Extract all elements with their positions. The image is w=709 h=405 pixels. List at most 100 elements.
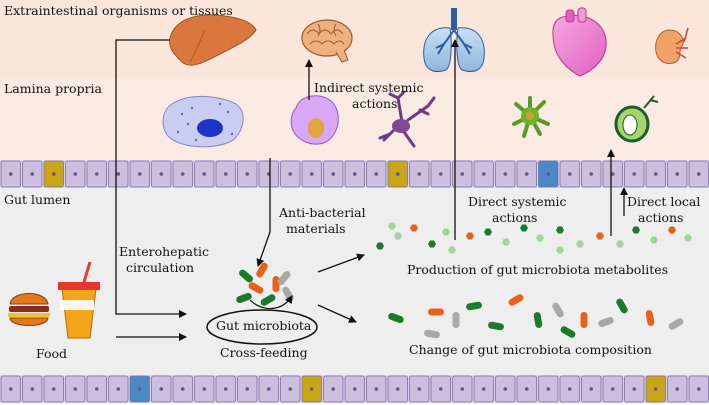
cell-nucleus (116, 387, 121, 391)
cell-nucleus (245, 387, 250, 391)
gut-lumen-region (0, 188, 709, 375)
bacterium (248, 282, 264, 294)
metabolite (556, 226, 564, 234)
goblet-cell-icon (614, 95, 659, 143)
cell-nucleus (460, 387, 465, 391)
cross-feeding-arc (249, 295, 293, 310)
cell-nucleus (352, 172, 357, 176)
lamina-propria-region (0, 78, 709, 160)
metabolite (632, 226, 640, 234)
cell-nucleus (567, 172, 572, 176)
direct-systemic-label-line2: actions (492, 210, 538, 225)
gut-microbiota-label: Gut microbiota (216, 318, 312, 333)
metabolite (442, 228, 450, 236)
cell-nucleus (546, 387, 551, 391)
metabolite (668, 226, 676, 234)
metabolite (684, 234, 692, 242)
cell-nucleus (51, 172, 56, 176)
cell-nucleus (374, 172, 379, 176)
food-label: Food (36, 346, 68, 361)
metabolite-production-arrow (317, 253, 365, 273)
metabolite (394, 232, 402, 240)
kidney-icon (655, 27, 689, 65)
indirect-systemic-label-line1: Indirect systemic (314, 80, 424, 95)
neuron-cell-icon (378, 90, 436, 148)
cell-nucleus (610, 387, 615, 391)
tissues-label: Extraintestinal organisms or tissues (4, 3, 233, 18)
bacterium (645, 310, 655, 326)
composition-change-label: Change of gut microbiota composition (409, 342, 652, 357)
enterohepatic-label-line1: Enterohepatic (119, 244, 210, 259)
cell-nucleus (503, 387, 508, 391)
cell-nucleus (524, 172, 529, 176)
indirect-systemic-label-line2: actions (352, 96, 398, 111)
direct-local-label-line2: actions (638, 210, 684, 225)
bacterium (533, 312, 543, 328)
epithelium-bottom (0, 375, 709, 403)
liver-icon (169, 14, 257, 66)
macrophage-icon (162, 95, 244, 148)
dendritic-cell-icon (512, 96, 550, 138)
metabolite (448, 246, 456, 254)
cell-nucleus (309, 172, 314, 176)
bacterium (424, 329, 440, 339)
cell-nucleus (481, 172, 486, 176)
cell-nucleus (73, 387, 78, 391)
bacterium (239, 269, 253, 283)
bacterium (260, 294, 276, 306)
bacterium (560, 326, 576, 338)
metabolite (650, 236, 658, 244)
cell-nucleus (696, 387, 701, 391)
metabolite (556, 246, 564, 254)
cell-nucleus (696, 172, 701, 176)
cell-nucleus (137, 387, 142, 391)
bacterium (488, 321, 504, 331)
cell-nucleus (395, 172, 400, 176)
gut-microbiota-oval (206, 309, 318, 345)
cell-nucleus (632, 387, 637, 391)
cell-nucleus (546, 172, 551, 176)
cell-nucleus (438, 172, 443, 176)
lamina-propria-label: Lamina propria (4, 81, 103, 96)
cell-nucleus (417, 387, 422, 391)
bacterium (428, 308, 444, 316)
bacterium (616, 298, 628, 314)
cell-nucleus (653, 172, 658, 176)
bacterium (598, 316, 614, 328)
metabolite (520, 224, 528, 232)
metabolite (576, 240, 584, 248)
cell-nucleus (460, 172, 465, 176)
bacterium (452, 312, 460, 328)
lymphocyte-icon (290, 95, 339, 145)
metabolite (466, 232, 474, 240)
cell-nucleus (374, 387, 379, 391)
enterohepatic-arrow (115, 39, 187, 318)
metabolite (484, 228, 492, 236)
cell-nucleus (632, 172, 637, 176)
bacterium (256, 262, 268, 278)
heart-icon (552, 7, 607, 77)
cell-nucleus (202, 387, 207, 391)
cell-nucleus (288, 172, 293, 176)
cross-feeding-label: Cross-feeding (220, 345, 308, 360)
direct-local-label-line1: Direct local (627, 194, 701, 209)
cell-nucleus (309, 387, 314, 391)
cell-nucleus (30, 387, 35, 391)
production-label: Production of gut microbiota metabolites (407, 262, 669, 277)
lungs-icon (423, 8, 485, 72)
cell-nucleus (481, 387, 486, 391)
cell-nucleus (94, 387, 99, 391)
anti-bacterial-arrow (256, 158, 271, 267)
cell-nucleus (395, 387, 400, 391)
cell-nucleus (30, 172, 35, 176)
cell-nucleus (223, 172, 228, 176)
metabolite (388, 222, 396, 230)
microbiota-layer (236, 222, 692, 339)
cell-nucleus (610, 172, 615, 176)
metabolite (616, 240, 624, 248)
cell-nucleus (589, 387, 594, 391)
cell-nucleus (8, 172, 13, 176)
bacterium (668, 318, 684, 330)
bacterium (466, 301, 482, 311)
